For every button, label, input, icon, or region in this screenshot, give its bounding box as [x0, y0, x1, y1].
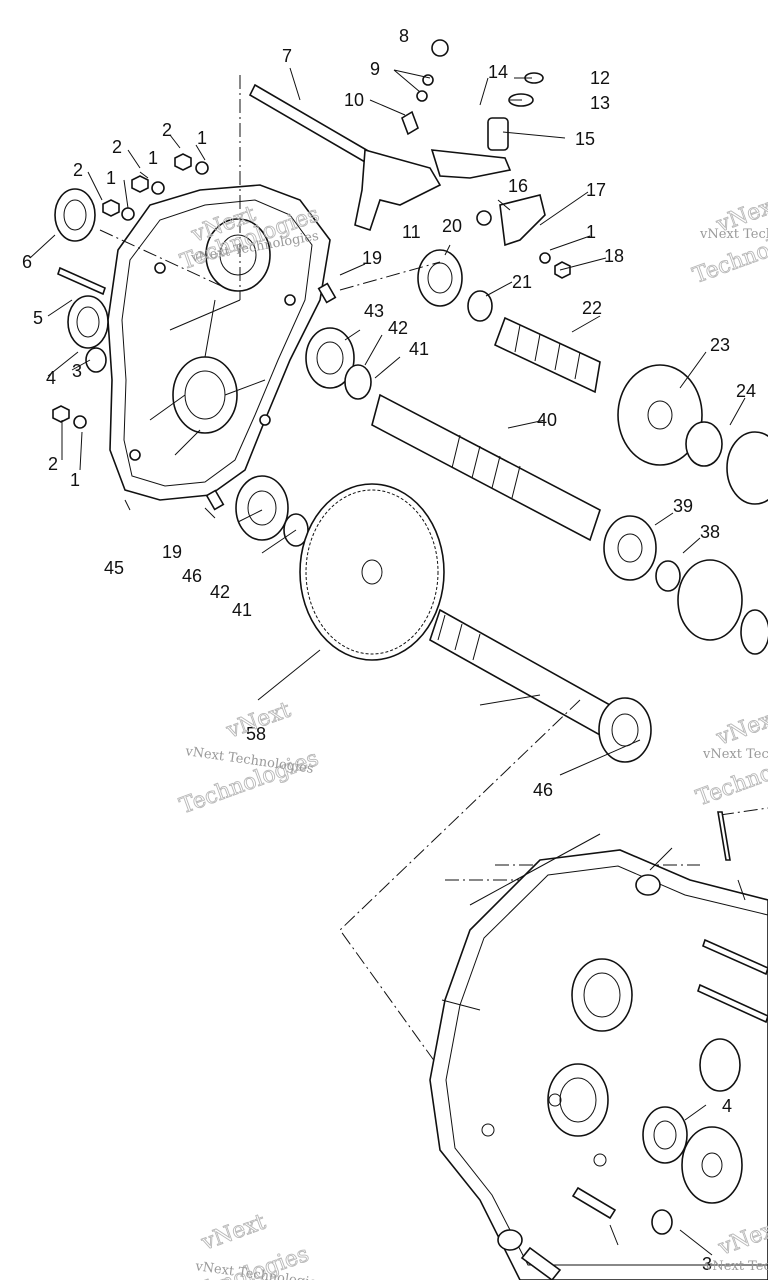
- callout-1: 1: [586, 222, 596, 242]
- callout-12: 12: [590, 68, 610, 88]
- callout-labels: 8 7 9 14 12 13 10 15 2 1 2 1 2 1 16 17 1…: [22, 26, 756, 1274]
- callout-19: 19: [362, 248, 382, 268]
- callout-8: 8: [399, 26, 409, 46]
- callout-9: 9: [370, 59, 380, 79]
- callout-2: 2: [162, 120, 172, 140]
- callout-4: 4: [46, 368, 56, 388]
- callout-13: 13: [590, 93, 610, 113]
- callout-37: 43: [364, 301, 384, 321]
- leader-lines: [29, 67, 746, 1256]
- callout-7: 7: [282, 46, 292, 66]
- callout-21: 21: [512, 272, 532, 292]
- callout-11: 11: [402, 222, 421, 242]
- callout-14: 14: [488, 62, 508, 82]
- callout-35: 41: [232, 600, 252, 620]
- callout-38: 45: [104, 558, 124, 578]
- callout-33: 39: [673, 496, 693, 516]
- callout-1: 1: [148, 148, 158, 168]
- callout-4: 4: [722, 1096, 732, 1116]
- callout-2: 2: [48, 454, 58, 474]
- callout-2: 2: [112, 137, 122, 157]
- callout-1: 1: [106, 168, 116, 188]
- callout-35: 41: [409, 339, 429, 359]
- callout-1: 1: [70, 470, 80, 490]
- callout-3: 3: [72, 361, 82, 381]
- callout-16: 16: [508, 176, 528, 196]
- callout-36: 42: [388, 318, 408, 338]
- svg-text:vNext Technologies: vNext Technologies: [699, 227, 768, 242]
- shift-shaft-assembly: [205, 39, 571, 511]
- svg-text:vNext Technologies: vNext Technologies: [702, 747, 768, 762]
- callout-24: 24: [736, 381, 756, 401]
- right-case-half: [429, 811, 768, 1280]
- left-case-half: [107, 184, 331, 501]
- callout-20: 20: [442, 216, 462, 236]
- callout-34: 40: [537, 410, 557, 430]
- svg-text:vNext Technologies: vNext Technologies: [704, 1259, 768, 1274]
- callout-1: 1: [197, 128, 207, 148]
- callout-2: 2: [73, 160, 83, 180]
- callout-15: 15: [575, 129, 595, 149]
- callout-10: 10: [344, 90, 364, 110]
- callout-19: 19: [162, 542, 182, 562]
- callout-32: 38: [700, 522, 720, 542]
- callout-3: 3: [702, 1254, 712, 1274]
- shafts-and-gears: [235, 249, 768, 763]
- callout-36: 42: [210, 582, 230, 602]
- svg-text:vNext: vNext: [198, 1210, 270, 1256]
- callout-40: 58: [246, 724, 266, 744]
- svg-text:vNext: vNext: [713, 705, 768, 751]
- callout-39: 46: [533, 780, 553, 800]
- left-small-parts: [52, 153, 209, 429]
- callout-18: 18: [604, 246, 624, 266]
- callout-22: 22: [582, 298, 602, 318]
- callout-17: 17: [586, 180, 606, 200]
- callout-39: 46: [182, 566, 202, 586]
- callout-5: 5: [33, 308, 43, 328]
- callout-6: 6: [22, 252, 32, 272]
- callout-23: 23: [710, 335, 730, 355]
